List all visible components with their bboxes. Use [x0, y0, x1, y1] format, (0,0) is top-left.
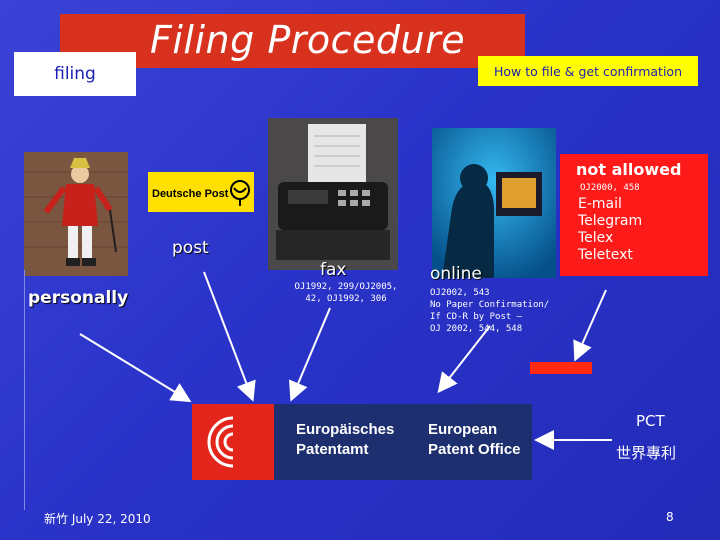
arrow-online: [437, 325, 491, 394]
not-allowed-item: Teletext: [578, 247, 633, 263]
pct-chinese-label: 世界專利: [616, 444, 677, 462]
slide-title: Filing Procedure: [150, 18, 466, 62]
fax-image: [268, 118, 398, 270]
footer-date: 新竹 July 22, 2010: [44, 512, 151, 526]
online-note-line: If CD-R by Post –: [430, 312, 523, 322]
not-allowed-reference: OJ2000, 458: [580, 183, 640, 193]
not-allowed-item: Telegram: [578, 213, 643, 229]
online-label: online: [430, 264, 482, 284]
page-number: 8: [666, 510, 674, 524]
online-notes: OJ2002, 543 No Paper Confirmation/ If CD…: [430, 287, 580, 335]
not-allowed-item: E-mail: [578, 196, 622, 212]
fax-label: fax: [320, 260, 347, 280]
online-note-line: OJ 2002, 544, 548: [430, 324, 523, 334]
not-allowed-header: not allowed: [576, 160, 682, 179]
fax-references: OJ1992, 299/OJ2005, 42, OJ1992, 306: [294, 282, 398, 304]
epo-german-line1: Europäisches: [296, 421, 394, 438]
deutsche-post-logo: Deutsche Post: [148, 172, 254, 212]
personally-image: [24, 152, 128, 276]
filing-label: filing: [14, 52, 136, 96]
online-note-line: No Paper Confirmation/: [430, 300, 550, 310]
epo-german-line2: Patentamt: [296, 441, 369, 458]
arrow-fax: [289, 307, 331, 402]
not-allowed-item: Telex: [578, 230, 614, 246]
not-allowed-list: E-mail Telegram Telex Teletext: [578, 196, 642, 264]
epo-banner: Europäisches Patentamt European Patent O…: [274, 404, 532, 480]
online-note-line: OJ2002, 543: [430, 288, 490, 298]
post-label: post: [172, 238, 209, 258]
arrow-personally: [79, 333, 192, 403]
deutsche-post-logo-text: Deutsche Post: [152, 188, 229, 200]
left-divider: [24, 270, 25, 510]
arrow-not-allowed: [573, 289, 607, 362]
arrow-post: [203, 271, 256, 402]
epo-english-line2: Patent Office: [428, 441, 521, 458]
not-allowed-box: [560, 154, 708, 276]
howto-label: How to file & get confirmation: [478, 56, 698, 86]
epo-logo-icon: [192, 404, 274, 480]
personally-label: personally: [28, 288, 129, 308]
epo-english-line1: European: [428, 421, 497, 438]
pct-label: PCT: [636, 412, 665, 430]
online-image: [432, 128, 556, 278]
red-marker-bar: [530, 362, 592, 374]
title-bar: [60, 14, 525, 68]
